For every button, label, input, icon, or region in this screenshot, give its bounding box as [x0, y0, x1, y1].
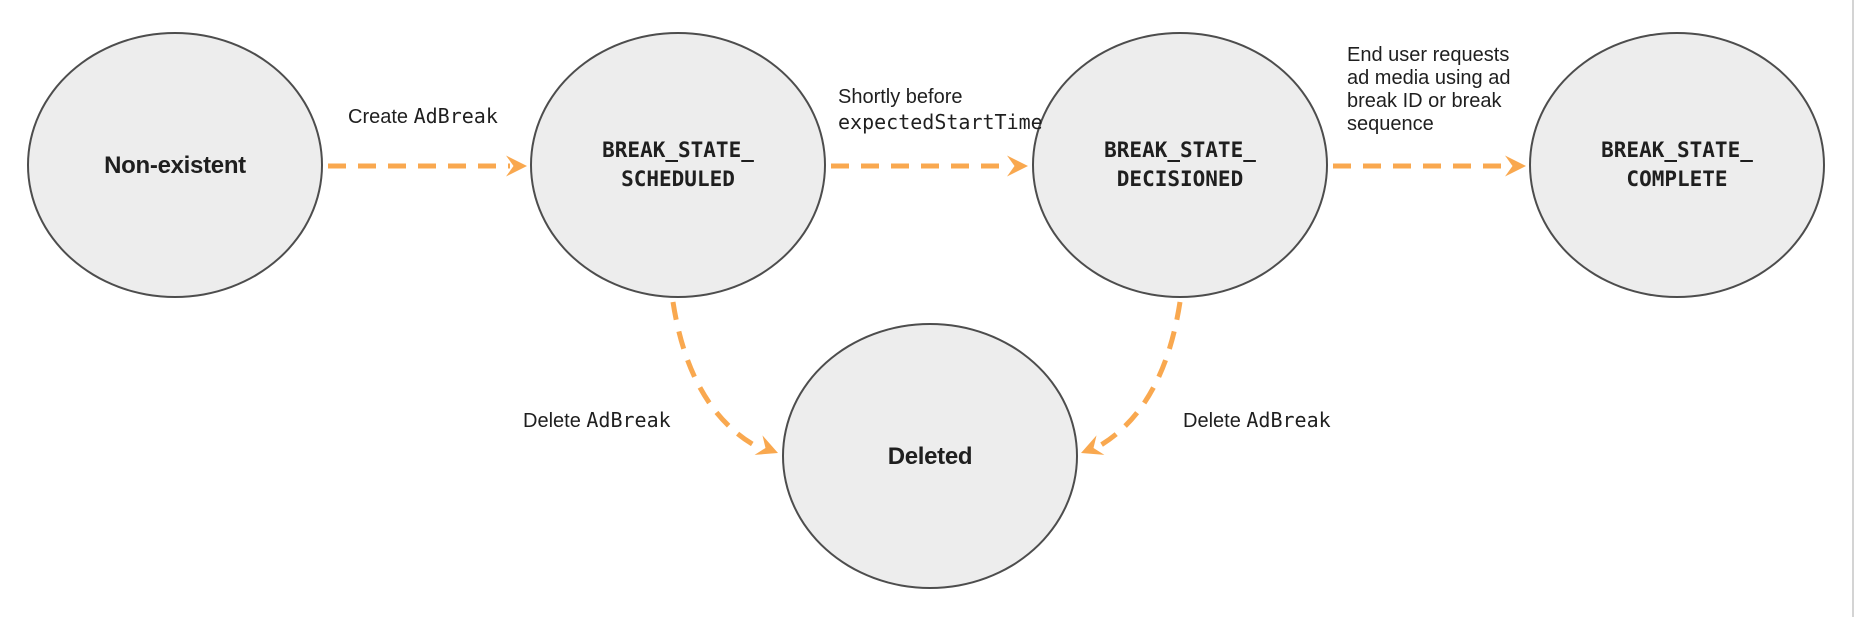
state-label-non-existent: Non-existent [104, 151, 246, 179]
edge-end-user-requests [1333, 155, 1526, 177]
state-label-break-state-scheduled: BREAK_STATE_ SCHEDULED [602, 138, 754, 191]
edge-shortly-before-expectedstarttime [831, 155, 1028, 177]
state-node-break-state-decisioned: BREAK_STATE_ DECISIONED [1032, 32, 1328, 298]
state-label-deleted: Deleted [887, 442, 973, 470]
edge-label-shortly-before: Shortly before expectedStartTime [838, 85, 1043, 135]
state-label-break-state-complete: BREAK_STATE_ COMPLETE [1601, 138, 1753, 191]
edge-label-code: AdBreak [586, 408, 671, 432]
edge-label-text: Shortly before [838, 86, 963, 108]
edge-label-line: ad media using ad [1347, 67, 1511, 89]
edge-label-text: Create [348, 106, 414, 128]
edge-delete-adbreak-left [670, 301, 778, 455]
page-edge-line [1852, 0, 1854, 617]
edge-label-delete-adbreak-left: Delete AdBreak [523, 408, 671, 434]
edge-label-code: AdBreak [1246, 408, 1331, 432]
edge-delete-adbreak-right [1081, 301, 1183, 455]
edge-label-line: break ID or break [1347, 90, 1502, 112]
edge-label-delete-adbreak-right: Delete AdBreak [1183, 408, 1331, 434]
state-node-non-existent: Non-existent [27, 32, 323, 298]
edge-label-line: sequence [1347, 113, 1434, 135]
state-node-break-state-scheduled: BREAK_STATE_ SCHEDULED [530, 32, 826, 298]
edge-label-create-adbreak: Create AdBreak [348, 104, 498, 130]
edge-label-text: Delete [1183, 410, 1247, 432]
state-label-break-state-decisioned: BREAK_STATE_ DECISIONED [1104, 138, 1256, 191]
edge-label-code: expectedStartTime [838, 110, 1043, 134]
edge-label-line: End user requests [1347, 44, 1510, 66]
edge-label-end-user-requests: End user requests ad media using ad brea… [1347, 44, 1510, 136]
edge-label-text: Delete [523, 410, 587, 432]
edge-create-adbreak [328, 155, 527, 177]
state-node-break-state-complete: BREAK_STATE_ COMPLETE [1529, 32, 1825, 298]
state-node-deleted: Deleted [782, 323, 1078, 589]
edge-label-code: AdBreak [413, 104, 498, 128]
